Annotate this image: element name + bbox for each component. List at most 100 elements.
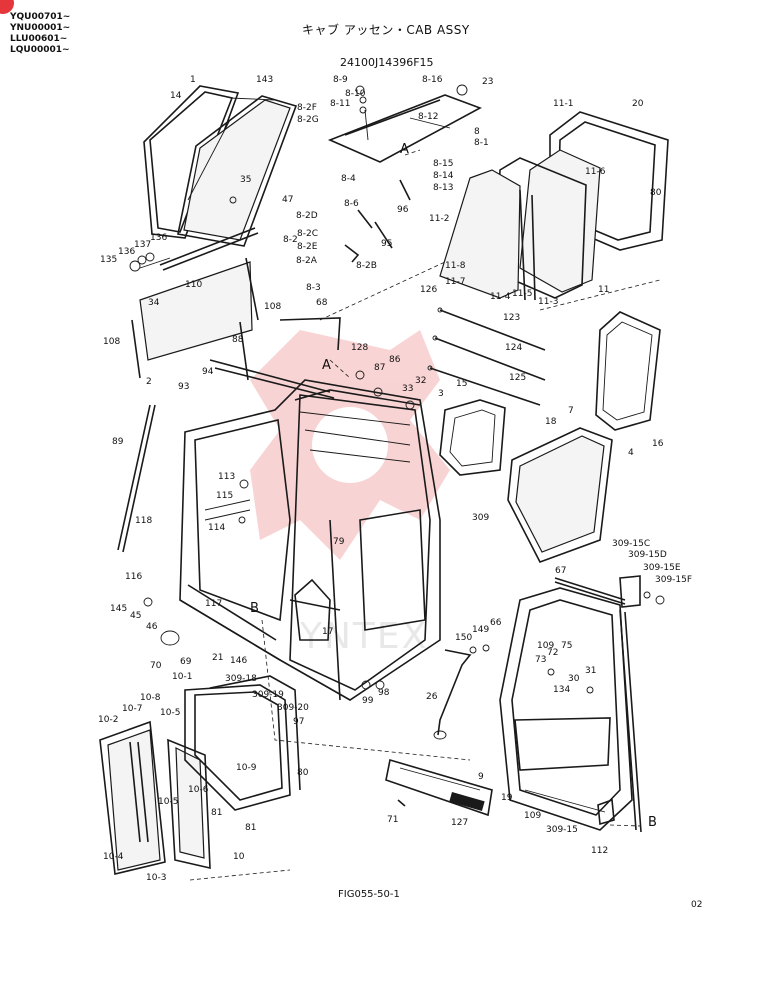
part-callout: 35	[240, 175, 251, 185]
part-callout: 8-3	[306, 283, 321, 293]
part-callout: 8-2	[283, 235, 298, 245]
part-callout: 18	[545, 417, 557, 427]
tie-rods	[427, 307, 546, 406]
door-handle-rod	[433, 649, 472, 740]
part-callout: 113	[218, 472, 235, 482]
part-callout: 34	[148, 298, 160, 308]
right-upper-window-assembly	[439, 111, 669, 311]
part-callout: 23	[482, 77, 493, 87]
part-callout: 3	[438, 389, 444, 399]
part-callout: 309-15C	[612, 539, 650, 549]
part-callout: 116	[125, 572, 142, 582]
part-callout: 11	[598, 285, 609, 295]
part-callout: 11-2	[429, 214, 449, 224]
part-callout: 21	[212, 653, 223, 663]
cab-main-frame	[179, 379, 441, 701]
part-callout: 17	[322, 627, 333, 637]
nameplate-panel	[385, 758, 493, 817]
part-callout: 94	[202, 367, 214, 377]
part-callout: 8-14	[433, 171, 454, 181]
part-callout: 8-11	[330, 99, 350, 109]
part-callout: 309	[472, 513, 489, 523]
part-callout: 108	[264, 302, 281, 312]
reference-marker: A	[322, 358, 331, 373]
part-callout: 1	[190, 75, 196, 85]
part-callout: 109	[524, 811, 541, 821]
part-callout: 66	[490, 618, 502, 628]
part-callout: 86	[389, 355, 401, 365]
part-callout: 8-2D	[296, 211, 318, 221]
part-callout: 309-15D	[628, 550, 667, 560]
part-callout: 31	[585, 666, 596, 676]
part-callout: 117	[205, 599, 222, 609]
left-rails	[117, 227, 341, 553]
part-callout: 10-4	[103, 852, 124, 862]
part-callout: 47	[282, 195, 293, 205]
part-callout: 10-3	[146, 873, 166, 883]
part-callout: 143	[256, 75, 273, 85]
part-callout: 134	[553, 685, 570, 695]
part-callout: 32	[415, 376, 426, 386]
part-callout: 309-18	[225, 674, 257, 684]
part-callout: 30	[568, 674, 580, 684]
part-callout: 109	[537, 641, 554, 651]
part-callout: 26	[426, 692, 438, 702]
serial-range: LLU00601~	[10, 34, 68, 44]
part-callout: 93	[178, 382, 189, 392]
page-corner-marker	[0, 0, 14, 14]
part-callout: 8-4	[341, 174, 356, 184]
part-callout: 11-7	[445, 277, 465, 287]
part-callout: 10-8	[140, 693, 161, 703]
part-callout: 10-2	[98, 715, 118, 725]
part-callout: 10	[233, 852, 245, 862]
part-callout: 73	[535, 655, 546, 665]
part-callout: 9	[478, 772, 484, 782]
rear-window-assembly	[143, 85, 298, 247]
part-callout: 126	[420, 285, 437, 295]
part-callout: 8-1	[474, 138, 489, 148]
part-callout: 71	[387, 815, 398, 825]
part-callout: 118	[135, 516, 152, 526]
part-callout: 8-15	[433, 159, 453, 169]
roof-hatch-assembly	[327, 85, 482, 263]
part-callout: 112	[591, 846, 608, 856]
part-callout: 10-1	[172, 672, 192, 682]
part-callout: 95	[381, 239, 392, 249]
part-callout: 8-10	[345, 89, 366, 99]
part-callout: 75	[561, 641, 572, 651]
part-callout: 8-16	[422, 75, 443, 85]
part-callout: 114	[208, 523, 225, 533]
serial-range: YQU00701~	[10, 12, 71, 22]
part-callout: 88	[232, 335, 244, 345]
part-callout: 80	[297, 768, 309, 778]
part-callout: 80	[650, 188, 662, 198]
part-callout: 8-2B	[356, 261, 377, 271]
part-callout: 128	[351, 343, 368, 353]
serial-range-list: YQU00701~ YNU00001~ LLU00601~ LQU00001~	[10, 12, 70, 56]
part-callout: 108	[103, 337, 120, 347]
part-callout: 309-15E	[643, 563, 681, 573]
part-callout: 11-1	[553, 99, 573, 109]
part-callout: 81	[245, 823, 256, 833]
part-callout: 11-3	[538, 297, 558, 307]
part-callout: 45	[130, 611, 141, 621]
part-callout: 79	[333, 537, 345, 547]
watermark-logo: YNTEX	[250, 330, 450, 657]
part-callout: 14	[170, 91, 182, 101]
part-callout: 8-13	[433, 183, 453, 193]
assembly-part-number: 24100J14396F15	[340, 56, 434, 69]
right-mid-windows	[439, 311, 661, 563]
part-callout: 309-15F	[655, 575, 692, 585]
part-callout: 8-2E	[297, 242, 318, 252]
part-callout: 145	[110, 604, 127, 614]
part-callout: 7	[568, 406, 574, 416]
part-callout: 123	[503, 313, 520, 323]
reference-marker: A	[400, 142, 409, 157]
part-callout: 125	[509, 373, 526, 383]
reference-marker: B	[250, 601, 259, 616]
part-callout: 8-2G	[297, 115, 319, 125]
part-callout: 19	[501, 793, 513, 803]
part-callout: 8-2F	[297, 103, 317, 113]
part-callout: 10-6	[188, 785, 209, 795]
